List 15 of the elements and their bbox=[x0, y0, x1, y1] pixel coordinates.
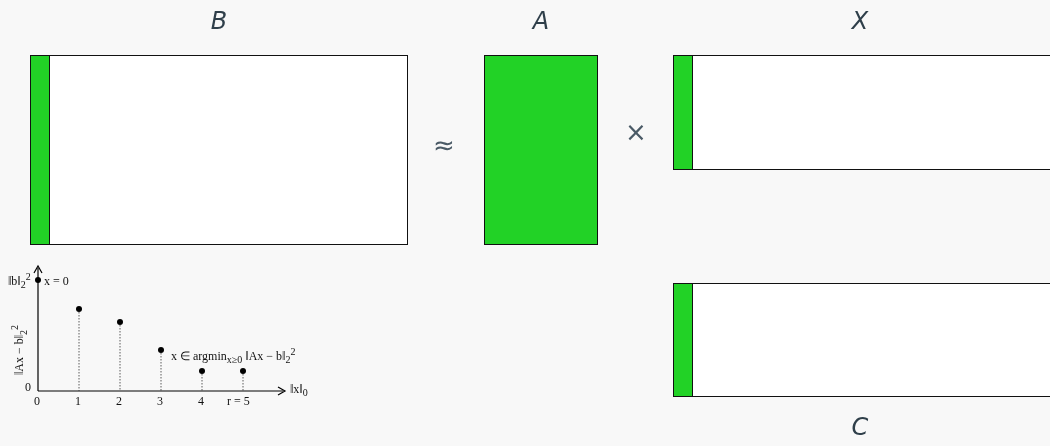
axis-label: ‖x‖$_{0}$ bbox=[290, 382, 308, 399]
tick-label: 0 bbox=[34, 394, 40, 409]
annotation: x = 0 bbox=[44, 274, 69, 289]
approx-symbol: ≈ bbox=[433, 130, 455, 160]
tick-label: 4 bbox=[198, 394, 204, 409]
tick-label: 2 bbox=[116, 394, 122, 409]
matrix-label: A bbox=[530, 7, 551, 35]
tick-label: 0 bbox=[25, 380, 31, 395]
tick-label: 3 bbox=[157, 394, 163, 409]
tick-label: r = 5 bbox=[227, 394, 250, 409]
matrix-label: X bbox=[850, 7, 870, 35]
matrix-label: C bbox=[850, 413, 870, 441]
matrix-label: B bbox=[209, 7, 229, 35]
tick-label: 1 bbox=[75, 394, 81, 409]
multiply-symbol: × bbox=[625, 117, 647, 147]
